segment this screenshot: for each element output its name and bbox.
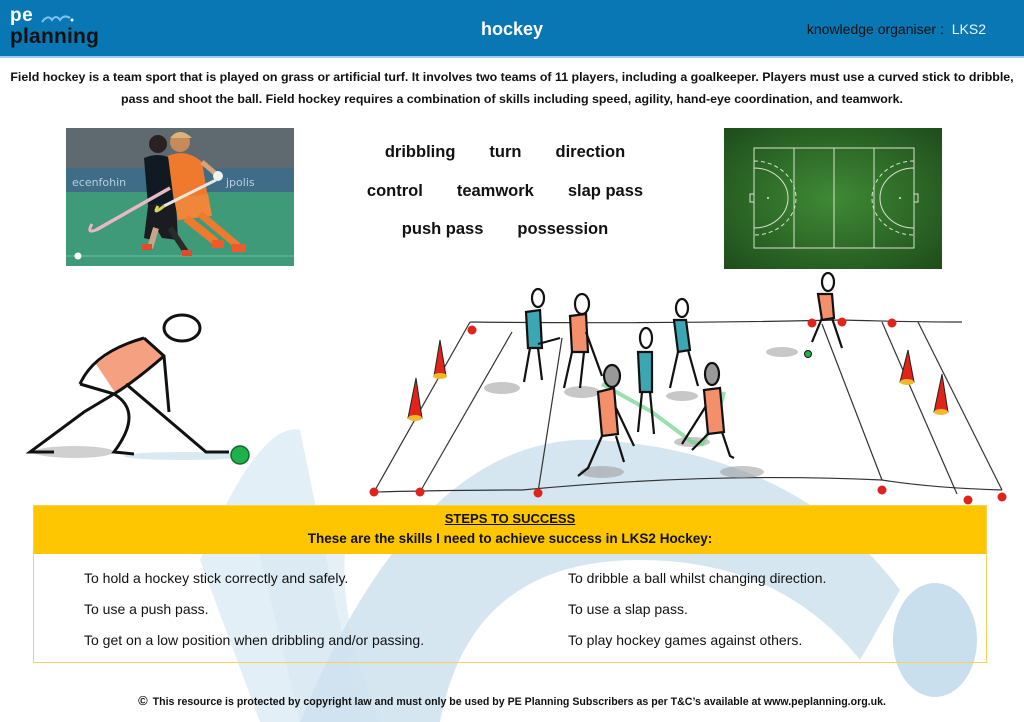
logo-swoosh-icon [41,15,74,23]
svg-text:ecenfohin: ecenfohin [72,176,126,189]
organiser-label: knowledge organiser : LKS2 [807,21,986,37]
logo-pe-text: pe [10,5,34,26]
copyright-text: This resource is protected by copyright … [152,696,886,708]
svg-text:jpolis: jpolis [225,176,255,189]
step-item: To hold a hockey stick correctly and saf… [84,570,349,586]
steps-body: To hold a hockey stick correctly and saf… [34,554,986,662]
hockey-game-drawing [369,272,1007,505]
step-item: To get on a low position when dribbling … [84,632,425,648]
keyword: direction [555,143,626,161]
keyword: possession [517,220,609,238]
steps-header: STEPS TO SUCCESS These are the skills I … [34,506,986,554]
step-item: To play hockey games against others. [568,632,803,648]
level-badge: LKS2 [951,21,986,37]
keyword: teamwork [456,181,534,200]
keyword: slap pass [567,181,644,200]
pe-planning-logo[interactable]: pe planning [10,6,110,52]
copyright-footer: © This resource is protected by copyrigh… [0,693,1024,708]
dribbling-figure-drawing [25,313,250,465]
copyright-icon: © [138,693,148,708]
hockey-pitch-image [724,128,942,269]
hockey-players-photo: ecenfohin jpolis [66,128,294,266]
steps-right-column: To dribble a ball whilst changing direct… [568,563,826,656]
keyword-row: push pass possession [350,217,660,256]
header-bar: pe planning hockey knowledge organiser :… [0,0,1024,58]
intro-paragraph: Field hockey is a team sport that is pla… [10,70,1014,106]
steps-left-column: To hold a hockey stick correctly and saf… [84,563,424,656]
step-item: To dribble a ball whilst changing direct… [568,570,827,586]
logo-planning-text: planning [10,25,100,48]
keyword: dribbling [384,143,456,161]
step-item: To use a slap pass. [568,601,688,617]
steps-title: STEPS TO SUCCESS [444,511,576,526]
keyword: push pass [401,220,484,238]
step-item: To use a push pass. [84,601,209,617]
keyword-row: dribbling turn direction [350,140,660,179]
keyword: control [366,181,423,200]
steps-subtitle: These are the skills I need to achieve s… [307,531,713,546]
page-title: hockey [480,19,544,39]
keyword: turn [489,143,522,161]
keyword-row: control teamwork slap pass [350,179,660,218]
steps-to-success-box: STEPS TO SUCCESS These are the skills I … [33,505,987,663]
keyword-list: dribbling turn direction control teamwor… [350,140,660,256]
organiser-text: knowledge organiser : [806,21,944,37]
